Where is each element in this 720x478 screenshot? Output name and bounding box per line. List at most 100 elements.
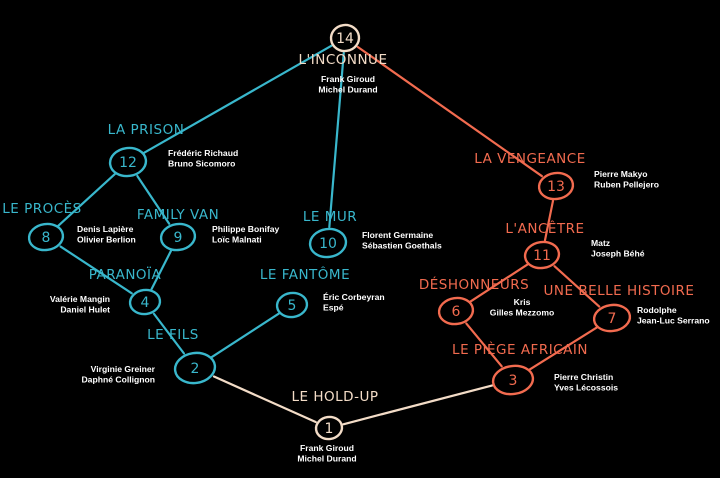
node-title: LE PROCÈS bbox=[2, 200, 82, 217]
node-author: Espé bbox=[323, 303, 344, 313]
edge-n12-n14 bbox=[143, 44, 333, 154]
node-number: 7 bbox=[608, 311, 617, 327]
node-circle bbox=[523, 240, 561, 270]
node-author: Frank Giroud bbox=[300, 443, 354, 453]
node-author: Kris bbox=[514, 297, 531, 307]
node-circle bbox=[275, 291, 309, 319]
node-author: Pierre Christin bbox=[554, 372, 613, 382]
node-author: Denis Lapière bbox=[77, 224, 134, 234]
node-number: 6 bbox=[452, 304, 461, 320]
node-author: Jean-Luc Serrano bbox=[637, 316, 710, 326]
node-circle bbox=[491, 364, 535, 396]
node-circle bbox=[329, 23, 361, 53]
edge-n1-n3 bbox=[342, 384, 494, 426]
node-title: DÉSHONNEURS bbox=[419, 276, 529, 293]
node-author: Michel Durand bbox=[297, 454, 356, 464]
node-author: Pierre Makyo bbox=[594, 169, 648, 179]
node-author: Loïc Malnati bbox=[212, 235, 262, 245]
edge-n3-n7 bbox=[528, 326, 598, 371]
node-number: 3 bbox=[509, 373, 518, 389]
node-author: Florent Germaine bbox=[362, 230, 433, 240]
node-author: Michel Durand bbox=[318, 85, 377, 95]
node-circle bbox=[173, 351, 217, 385]
edge-n2-n4 bbox=[152, 312, 186, 355]
node-author: Valérie Mangin bbox=[50, 294, 110, 304]
node-number: 12 bbox=[119, 155, 137, 171]
node-title: UNE BELLE HISTOIRE bbox=[544, 283, 695, 299]
node-circle bbox=[537, 171, 575, 201]
node-number: 4 bbox=[141, 295, 150, 311]
node-title: L'INCONNUE bbox=[299, 52, 388, 68]
node-circle bbox=[27, 222, 65, 252]
node-number: 9 bbox=[174, 230, 183, 246]
edge-n4-n9 bbox=[150, 249, 173, 291]
edge-n3-n6 bbox=[465, 322, 503, 368]
node-number: 5 bbox=[288, 298, 297, 314]
node-title: LE PIÈGE AFRICAIN bbox=[452, 341, 588, 358]
node-number: 10 bbox=[319, 236, 337, 252]
edge-layer bbox=[57, 44, 601, 426]
node-title: LE FILS bbox=[147, 327, 199, 343]
node-circle bbox=[308, 227, 348, 259]
node-title: LA VENGEANCE bbox=[474, 151, 586, 167]
node-author: Sébastien Goethals bbox=[362, 241, 442, 251]
node-circle bbox=[592, 303, 632, 333]
node-author: Philippe Bonifay bbox=[212, 224, 280, 234]
node-author: Virginie Greiner bbox=[91, 364, 156, 374]
node-title: L'ANCÊTRE bbox=[505, 219, 584, 237]
node-author: Joseph Béhé bbox=[591, 249, 645, 259]
edge-n6-n11 bbox=[469, 263, 529, 303]
node-number: 11 bbox=[533, 248, 551, 264]
node-author: Rodolphe bbox=[637, 305, 677, 315]
node-author: Frank Giroud bbox=[321, 74, 375, 84]
node-circle bbox=[437, 296, 475, 326]
node-title: PARANOÏA bbox=[89, 265, 162, 283]
node-title: LA PRISON bbox=[108, 122, 185, 138]
edge-n7-n11 bbox=[553, 265, 601, 308]
node-number: 8 bbox=[42, 230, 51, 246]
node-author: Bruno Sicomoro bbox=[168, 159, 235, 169]
node-circle bbox=[128, 288, 162, 316]
node-title: FAMILY VAN bbox=[137, 207, 219, 223]
node-author: Frédéric Richaud bbox=[168, 148, 238, 158]
node-author: Ruben Pellejero bbox=[594, 180, 659, 190]
edge-n4-n8 bbox=[59, 245, 133, 295]
node-title: LE HOLD-UP bbox=[292, 389, 379, 405]
node-number: 1 bbox=[325, 421, 334, 437]
edge-n1-n2 bbox=[212, 375, 317, 424]
node-title: LE MUR bbox=[303, 209, 357, 225]
edge-n9-n12 bbox=[136, 174, 171, 225]
node-title: LE FANTÔME bbox=[260, 265, 350, 283]
node-author: Daphné Collignon bbox=[81, 375, 155, 385]
node-author: Gilles Mezzomo bbox=[490, 308, 554, 318]
node-number: 13 bbox=[547, 179, 565, 195]
node-circle bbox=[314, 415, 344, 441]
edge-n2-n5 bbox=[210, 312, 280, 359]
edge-n8-n12 bbox=[57, 172, 116, 227]
node-number: 2 bbox=[191, 361, 200, 377]
node-author: Matz bbox=[591, 238, 610, 248]
node-author: Olivier Berlion bbox=[77, 235, 136, 245]
node-circle bbox=[159, 222, 197, 252]
edge-n13-n14 bbox=[356, 45, 543, 178]
node-author: Daniel Hulet bbox=[60, 305, 110, 315]
node-circle bbox=[108, 146, 148, 178]
edge-n11-n13 bbox=[543, 199, 555, 242]
edge-n10-n14 bbox=[328, 51, 345, 229]
node-number: 14 bbox=[336, 31, 354, 47]
